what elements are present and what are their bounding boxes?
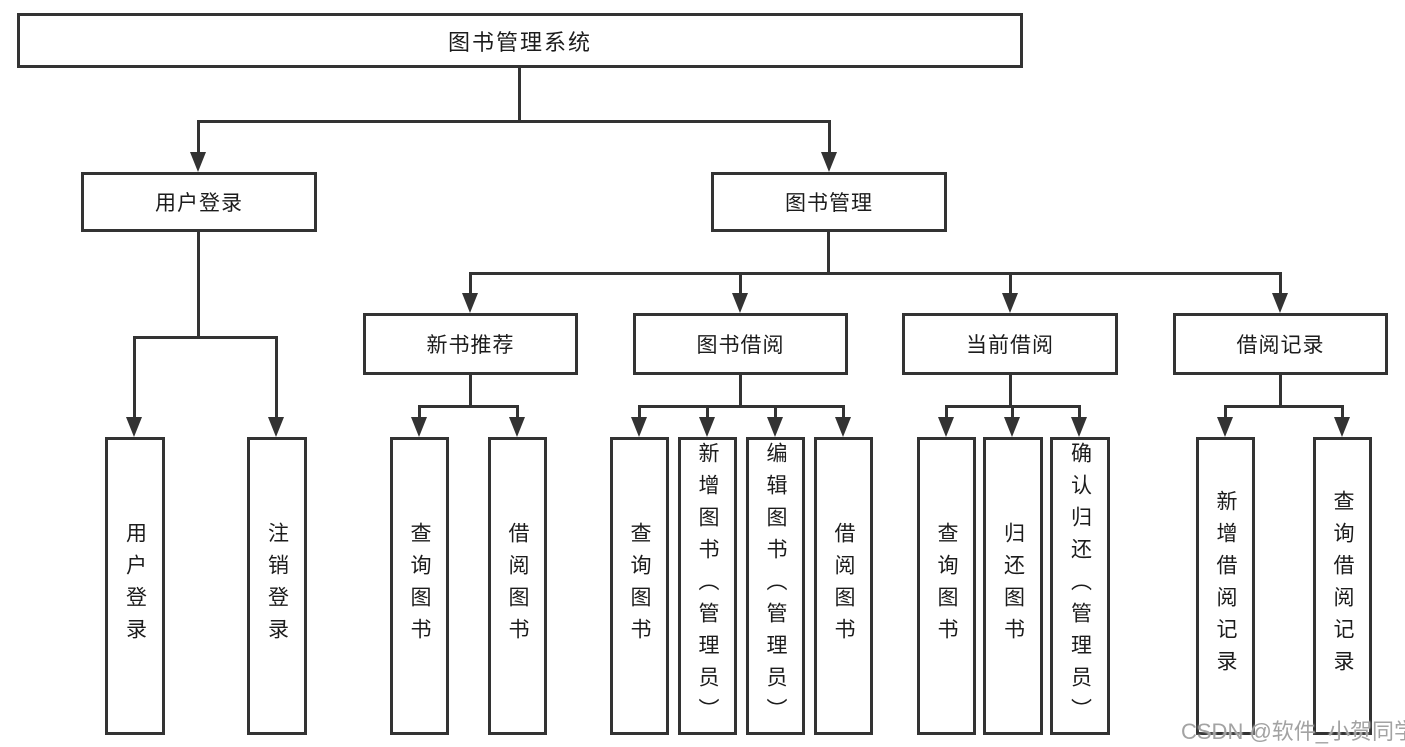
connector-drop-user-login bbox=[197, 120, 200, 154]
leaf-borrow-query-books-label: 查询图书 bbox=[628, 522, 651, 650]
node-new-book-rec: 新书推荐 bbox=[363, 313, 578, 375]
arrow-down-icon bbox=[1004, 417, 1020, 437]
connector-drop-leaf bbox=[1224, 405, 1227, 419]
leaf-borrow-books: 借阅图书 bbox=[814, 437, 873, 735]
connector-user-rail bbox=[133, 336, 278, 339]
connector-drop-leaf bbox=[1011, 405, 1014, 419]
arrow-down-icon bbox=[1002, 293, 1018, 313]
leaf-query-borrow-record: 查询借阅记录 bbox=[1313, 437, 1372, 735]
arrow-down-icon bbox=[1334, 417, 1350, 437]
connector-root-rail bbox=[197, 120, 831, 123]
arrow-down-icon bbox=[268, 417, 284, 437]
leaf-user-login-label: 用户登录 bbox=[123, 522, 147, 650]
connector-sec2-stem bbox=[1009, 375, 1012, 405]
connector-drop-section bbox=[739, 272, 742, 295]
leaf-rec-query-books: 查询图书 bbox=[390, 437, 449, 735]
arrow-down-icon bbox=[1272, 293, 1288, 313]
leaf-confirm-return-admin-label: 确认归还（管理员） bbox=[1068, 442, 1092, 730]
connector-root-stem bbox=[518, 68, 521, 120]
connector-drop-leaf bbox=[1078, 405, 1081, 419]
arrow-down-icon bbox=[126, 417, 142, 437]
leaf-edit-books-admin: 编辑图书（管理员） bbox=[746, 437, 805, 735]
leaf-cur-query-books: 查询图书 bbox=[917, 437, 976, 735]
connector-sec3-rail bbox=[1224, 405, 1344, 408]
arrow-down-icon bbox=[462, 293, 478, 313]
arrow-down-icon bbox=[411, 417, 427, 437]
connector-drop-leaf bbox=[945, 405, 948, 419]
connector-sec1-rail bbox=[638, 405, 845, 408]
node-book-borrow-label: 图书借阅 bbox=[696, 334, 785, 357]
arrow-down-icon bbox=[631, 417, 647, 437]
leaf-return-books-label: 归还图书 bbox=[1001, 522, 1025, 650]
leaf-add-borrow-record: 新增借阅记录 bbox=[1196, 437, 1255, 735]
arrow-down-icon bbox=[821, 152, 837, 172]
connector-drop-section bbox=[1009, 272, 1012, 295]
connector-drop-leaf bbox=[418, 405, 421, 419]
leaf-add-books-admin-label: 新增图书（管理员） bbox=[696, 442, 719, 730]
connector-drop-leaf bbox=[133, 336, 136, 419]
connector-user-stem bbox=[197, 232, 200, 336]
leaf-return-books: 归还图书 bbox=[983, 437, 1043, 735]
connector-drop-leaf bbox=[638, 405, 641, 419]
connector-drop-section bbox=[1279, 272, 1282, 295]
leaf-rec-borrow-books: 借阅图书 bbox=[488, 437, 547, 735]
arrow-down-icon bbox=[190, 152, 206, 172]
csdn-watermark: CSDN @软件_小贺同学 bbox=[1181, 719, 1405, 744]
leaf-query-borrow-record-label: 查询借阅记录 bbox=[1331, 490, 1354, 682]
arrow-down-icon bbox=[732, 293, 748, 313]
connector-drop-book-mgmt bbox=[828, 120, 831, 154]
connector-drop-leaf bbox=[774, 405, 777, 419]
leaf-confirm-return-admin: 确认归还（管理员） bbox=[1050, 437, 1110, 735]
node-borrow-record: 借阅记录 bbox=[1173, 313, 1388, 375]
arrow-down-icon bbox=[767, 417, 783, 437]
node-user-login-label: 用户登录 bbox=[155, 192, 243, 215]
connector-sec0-rail bbox=[418, 405, 519, 408]
connector-drop-leaf bbox=[275, 336, 278, 419]
arrow-down-icon bbox=[835, 417, 851, 437]
leaf-add-borrow-record-label: 新增借阅记录 bbox=[1214, 490, 1237, 682]
node-current-borrow: 当前借阅 bbox=[902, 313, 1118, 375]
connector-sec3-stem bbox=[1279, 375, 1282, 405]
connector-drop-section bbox=[469, 272, 472, 295]
node-new-book-rec-label: 新书推荐 bbox=[426, 334, 515, 357]
connector-drop-leaf bbox=[516, 405, 519, 419]
node-borrow-record-label: 借阅记录 bbox=[1236, 334, 1325, 357]
node-root: 图书管理系统 bbox=[17, 13, 1023, 68]
node-user-login: 用户登录 bbox=[81, 172, 317, 232]
leaf-rec-borrow-books-label: 借阅图书 bbox=[506, 522, 529, 650]
leaf-borrow-query-books: 查询图书 bbox=[610, 437, 669, 735]
leaf-logout-label: 注销登录 bbox=[265, 522, 289, 650]
arrow-down-icon bbox=[1071, 417, 1087, 437]
leaf-edit-books-admin-label: 编辑图书（管理员） bbox=[764, 442, 787, 730]
connector-drop-leaf bbox=[706, 405, 709, 419]
node-root-label: 图书管理系统 bbox=[447, 29, 592, 55]
node-book-mgmt-label: 图书管理 bbox=[785, 192, 873, 215]
leaf-add-books-admin: 新增图书（管理员） bbox=[678, 437, 737, 735]
connector-drop-leaf bbox=[842, 405, 845, 419]
leaf-rec-query-books-label: 查询图书 bbox=[408, 522, 431, 650]
leaf-user-login: 用户登录 bbox=[105, 437, 165, 735]
arrow-down-icon bbox=[938, 417, 954, 437]
arrow-down-icon bbox=[509, 417, 525, 437]
node-book-mgmt: 图书管理 bbox=[711, 172, 947, 232]
leaf-borrow-books-label: 借阅图书 bbox=[832, 522, 855, 650]
connector-drop-leaf bbox=[1341, 405, 1344, 419]
node-current-borrow-label: 当前借阅 bbox=[966, 334, 1054, 357]
node-book-borrow: 图书借阅 bbox=[633, 313, 848, 375]
arrow-down-icon bbox=[1217, 417, 1233, 437]
connector-mgmt-rail bbox=[469, 272, 1282, 275]
connector-sec0-stem bbox=[469, 375, 472, 405]
arrow-down-icon bbox=[699, 417, 715, 437]
leaf-cur-query-books-label: 查询图书 bbox=[935, 522, 958, 650]
connector-sec1-stem bbox=[739, 375, 742, 405]
connector-mgmt-stem bbox=[827, 232, 830, 272]
leaf-logout: 注销登录 bbox=[247, 437, 307, 735]
